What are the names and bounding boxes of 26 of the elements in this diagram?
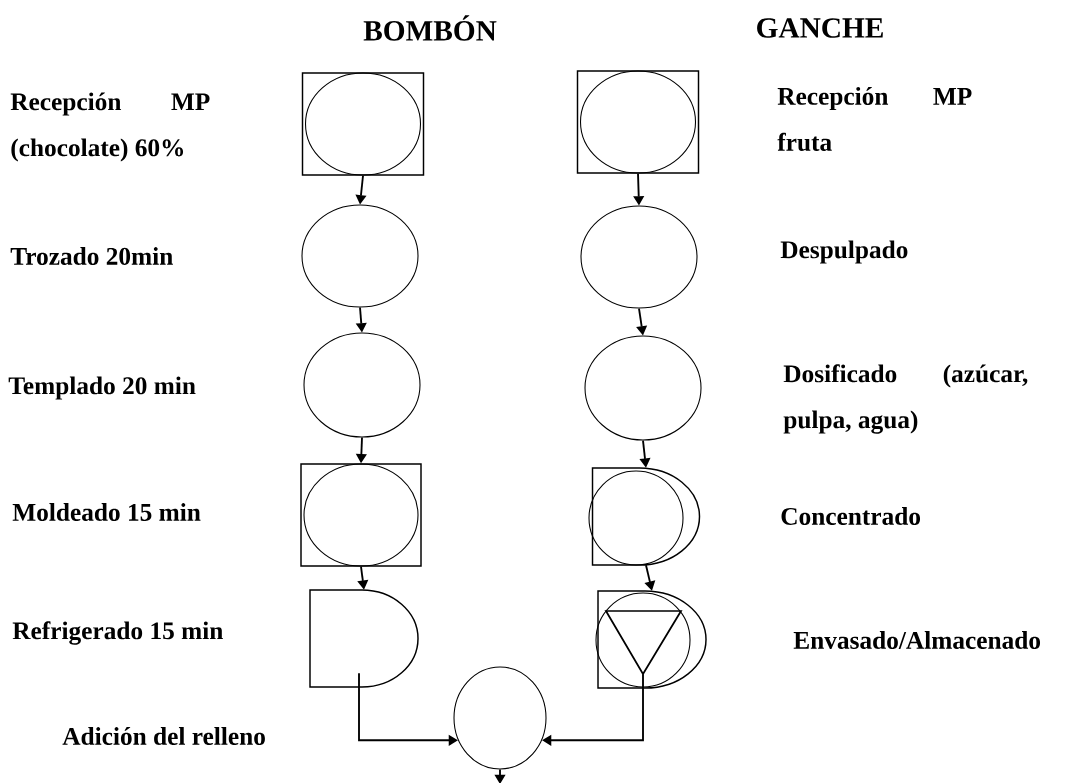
step-label: Despulpado <box>780 240 908 264</box>
circle-symbol <box>303 332 421 438</box>
arrow <box>358 672 458 746</box>
step-label: Recepción MP (chocolate) 60% <box>10 92 210 162</box>
step-label: Recepción MP fruta <box>777 87 972 151</box>
boxed-circle-symbol <box>576 70 700 174</box>
circle-symbol <box>580 205 698 309</box>
step-label: Envasado/Almacenado <box>793 631 1041 649</box>
step-label: Templado 20 min <box>8 376 196 400</box>
column-heading: BOMBÓN <box>363 15 497 41</box>
step-label: Dosificado (azúcar, pulpa, agua) <box>783 364 1028 434</box>
arrow <box>542 673 644 746</box>
step-label: Trozado 20min <box>10 247 173 265</box>
step-label: Concentrado <box>781 507 920 525</box>
circle-symbol <box>584 335 702 441</box>
boxed-circle-symbol <box>300 463 422 567</box>
storage-symbol <box>595 590 707 689</box>
step-label: Refrigerado 15 min <box>12 621 223 645</box>
column-heading: GANCHE <box>757 18 883 38</box>
circle-symbol <box>301 204 419 308</box>
delay-symbol <box>309 589 419 688</box>
boxed-circle-symbol <box>301 72 425 176</box>
step-label: Adición del relleno <box>62 727 265 745</box>
circle-symbol <box>453 666 547 770</box>
delay-circle-symbol <box>588 467 701 566</box>
step-label: Moldeado 15 min <box>12 503 201 521</box>
